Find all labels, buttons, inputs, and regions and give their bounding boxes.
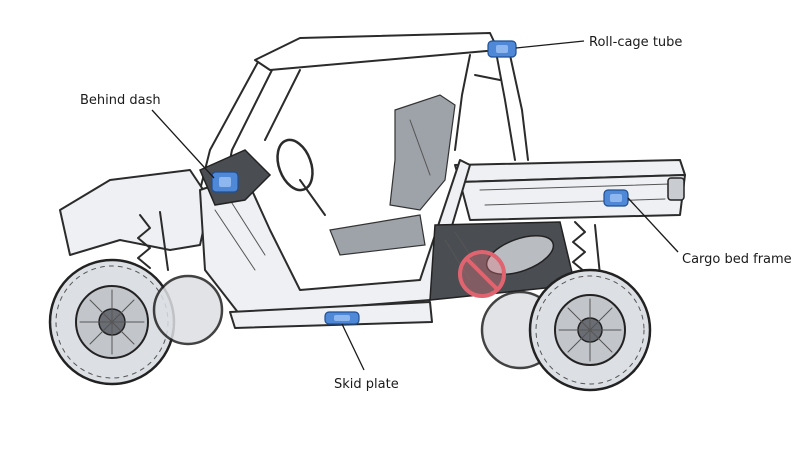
front-suspension <box>137 211 169 271</box>
cargo-bed <box>454 159 686 221</box>
vehicle-body <box>59 159 471 329</box>
skid-plate-label: Skid plate <box>334 377 399 392</box>
utv-illustration <box>48 32 686 392</box>
behind-dash-label: Behind dash <box>80 93 161 108</box>
cargo-bed-label: Cargo bed frame <box>682 252 792 267</box>
rear-wheel <box>480 268 652 392</box>
front-wheel <box>48 258 224 386</box>
roll-cage-mount-marker[interactable] <box>487 40 517 58</box>
cargo-bed-mount-marker[interactable] <box>603 189 629 207</box>
roll-cage-label: Roll-cage tube <box>589 35 682 50</box>
rear-suspension <box>572 221 601 276</box>
leader-lines <box>151 40 679 371</box>
no-symbol-icon <box>458 250 506 298</box>
seat <box>329 94 456 256</box>
behind-dash-mount-marker[interactable] <box>211 171 239 193</box>
skid-plate-mount-marker[interactable] <box>324 311 360 325</box>
